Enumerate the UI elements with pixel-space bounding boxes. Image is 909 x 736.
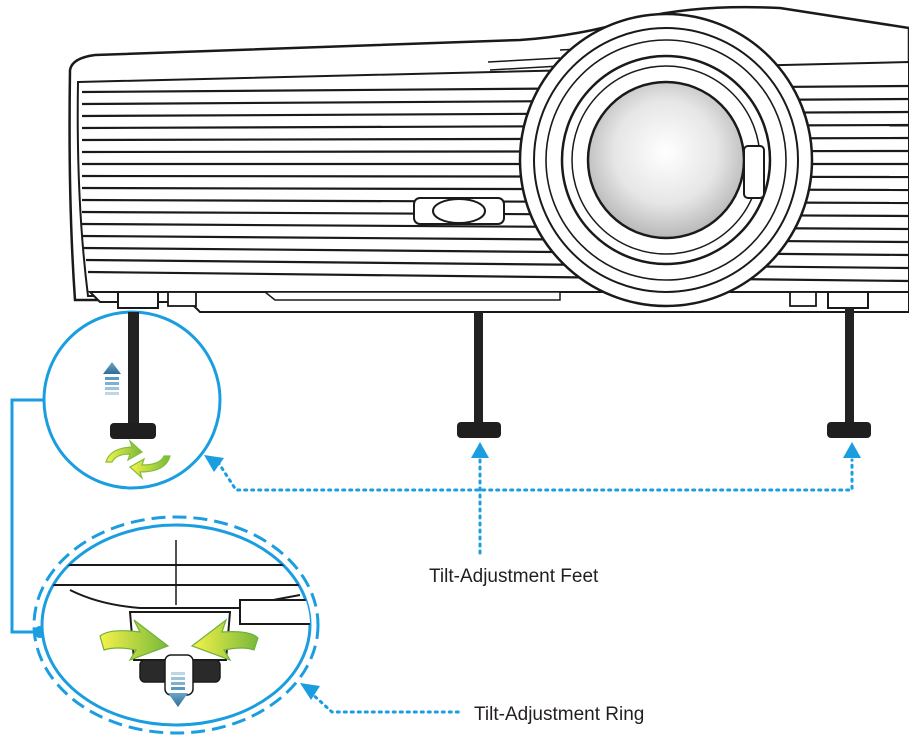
tilt-foot-center: [457, 312, 501, 438]
callout-arrowheads: [204, 442, 861, 700]
detail-bracket: [10, 398, 60, 634]
arrowhead-ring: [300, 683, 320, 700]
arrowhead-feet-center: [471, 442, 489, 458]
ir-sensor-lens: [432, 198, 486, 224]
arrowhead-feet-left: [204, 455, 224, 472]
callout-dotted-lines: [216, 458, 854, 714]
tilt-adjustment-ring-label: Tilt-Adjustment Ring: [474, 704, 645, 725]
tilt-adjustment-feet-label: Tilt-Adjustment Feet: [429, 566, 599, 587]
lens-assembly: [518, 12, 814, 308]
up-arrow-icon: [103, 362, 121, 395]
left-foot-housing: [117, 291, 159, 309]
right-foot-housing: [827, 291, 869, 309]
detail-circle-ring: [32, 515, 320, 735]
base-rail: [262, 291, 561, 301]
projection-lens: [586, 80, 746, 240]
arrowhead-feet-right: [843, 442, 861, 458]
down-arrow-icon: [168, 672, 188, 707]
zoom-tab: [743, 145, 765, 199]
tilt-foot-right: [827, 308, 871, 438]
detail-circle-foot: [42, 310, 222, 490]
rotate-arrows-icon: [99, 618, 259, 662]
rotate-arrows-icon: [105, 438, 171, 481]
